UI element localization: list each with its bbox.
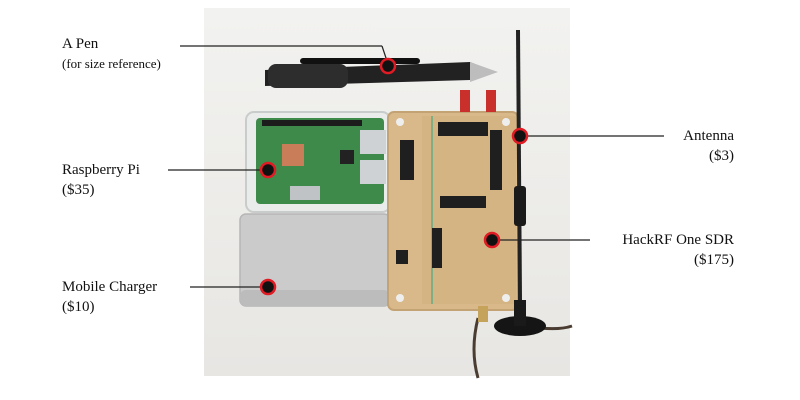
sma-connector-2 — [486, 90, 496, 112]
pi-hdmi — [290, 186, 320, 200]
mobile-charger-label: Mobile Charger ($10) — [62, 277, 157, 317]
sma-connector-1 — [460, 90, 470, 112]
hackrf-board — [387, 90, 519, 322]
hackrf-header-3 — [490, 130, 502, 190]
hackrf-header-1 — [438, 122, 488, 136]
hackrf-label: HackRF One SDR ($175) — [622, 230, 734, 270]
hackrf-button — [396, 250, 408, 264]
hackrf-label-name: HackRF One SDR — [622, 232, 734, 248]
pointer-marker-icon — [379, 57, 397, 75]
pen-label-name: A Pen — [62, 36, 99, 52]
pi-board — [256, 118, 384, 204]
hackrf-screw-2 — [502, 118, 510, 126]
pen-clip — [300, 58, 420, 64]
pointer-marker-icon — [511, 127, 529, 145]
antenna-stem — [514, 300, 526, 326]
pointer-marker-icon — [259, 161, 277, 179]
mobile-charger — [239, 213, 391, 307]
mobile-charger-label-price: ($10) — [62, 299, 95, 315]
hackrf-screw-1 — [396, 118, 404, 126]
antenna-label: Antenna ($3) — [683, 126, 734, 166]
pointer-marker-icon — [483, 231, 501, 249]
pointer-markers — [259, 57, 529, 296]
antenna — [494, 29, 546, 336]
leader-lines — [168, 45, 664, 288]
antenna-coil — [514, 186, 526, 226]
charger-bottom — [240, 290, 390, 306]
hackrf-label-price: ($175) — [694, 252, 734, 268]
hackrf-header-4 — [440, 196, 486, 208]
raspberry-pi-label: Raspberry Pi ($35) — [62, 160, 140, 200]
mobile-charger-label-name: Mobile Charger — [62, 279, 158, 295]
hackrf-header-2 — [400, 140, 414, 180]
hackrf-header-5 — [432, 228, 442, 268]
raspberry-pi — [245, 111, 391, 213]
pi-cpu — [282, 144, 304, 166]
antenna-label-price: ($3) — [709, 148, 734, 164]
pi-gpio-header — [262, 120, 362, 126]
pointer-marker-icon — [259, 278, 277, 296]
pen-label-note: (for size reference) — [62, 56, 161, 71]
raspberry-pi-label-price: ($35) — [62, 182, 95, 198]
pen-grip — [268, 64, 348, 88]
pi-usb-2 — [360, 160, 386, 184]
raspberry-pi-label-name: Raspberry Pi — [62, 162, 140, 178]
pen-tip — [470, 62, 498, 82]
coax-cable — [472, 317, 480, 379]
hackrf-screw-3 — [396, 294, 404, 302]
pi-chip — [340, 150, 354, 164]
antenna-label-name: Antenna — [683, 128, 734, 144]
pi-usb-1 — [360, 130, 386, 154]
sma-connector-bottom — [478, 306, 488, 322]
hackrf-screw-4 — [502, 294, 510, 302]
antenna-rod — [516, 29, 522, 301]
pen-label: A Pen (for size reference) — [62, 34, 161, 74]
